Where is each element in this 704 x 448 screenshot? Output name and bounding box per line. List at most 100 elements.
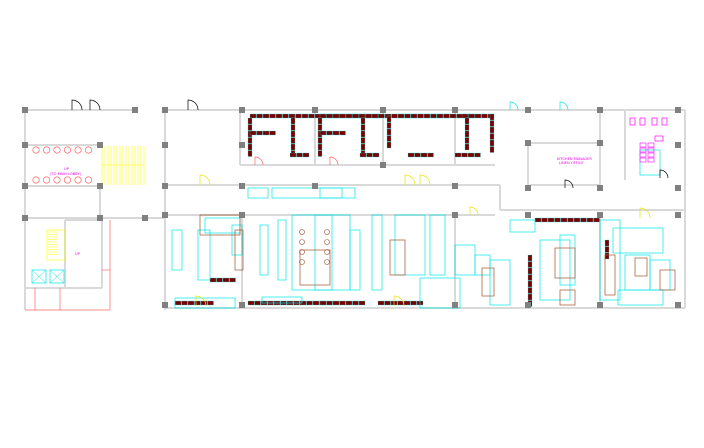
column-footing xyxy=(85,146,93,154)
shelf-unit xyxy=(567,217,574,223)
door-swing xyxy=(71,99,83,111)
shelf-unit xyxy=(410,300,417,306)
column-footing xyxy=(32,146,40,154)
shelf-unit xyxy=(397,300,404,306)
shelf-unit xyxy=(254,300,261,306)
shelf-unit xyxy=(527,280,533,288)
column-footing xyxy=(64,176,72,184)
shelf-unit xyxy=(586,217,594,223)
equipment-outline xyxy=(394,214,426,276)
burner xyxy=(324,229,330,235)
shelf-unit xyxy=(580,217,587,223)
shelf-unit xyxy=(269,130,276,136)
shelf-unit xyxy=(489,126,495,134)
shelf-unit xyxy=(256,113,263,119)
column-footing xyxy=(53,146,61,154)
column xyxy=(597,107,603,113)
column xyxy=(675,142,681,148)
column xyxy=(452,302,458,308)
equipment-outline xyxy=(617,289,664,306)
door-swing xyxy=(89,99,101,111)
shelf-unit xyxy=(541,217,548,223)
column xyxy=(380,162,386,168)
shelf-unit xyxy=(289,152,297,158)
shelf-unit xyxy=(360,137,366,144)
stair-sublabel: (TO MAIN LOBBY) xyxy=(50,172,82,176)
shelf-unit xyxy=(527,261,533,268)
stair-label: UP xyxy=(64,167,70,171)
doors xyxy=(71,99,669,307)
shelf-unit xyxy=(474,113,482,119)
shelf-unit xyxy=(247,150,253,157)
shelf-unit xyxy=(489,133,495,140)
shelf-unit xyxy=(464,130,470,138)
column xyxy=(597,140,603,146)
storage-shelving xyxy=(174,113,610,307)
shelf-unit xyxy=(427,152,434,158)
shelf-unit xyxy=(301,113,309,119)
fixture-outline xyxy=(559,289,576,306)
shelf-unit xyxy=(207,300,214,306)
shelf-unit xyxy=(443,113,450,119)
door-swing xyxy=(469,206,479,216)
shelf-unit xyxy=(489,146,495,153)
urinal xyxy=(639,142,647,148)
office-label-1: KITCHEN MANAGER xyxy=(557,157,592,161)
shelf-unit xyxy=(229,277,236,283)
shelf-unit xyxy=(339,130,346,136)
shelf-unit xyxy=(290,130,296,138)
column-footing xyxy=(42,146,50,154)
door-swing xyxy=(639,207,651,219)
shelf-unit xyxy=(262,130,270,136)
shelf-unit xyxy=(489,139,495,147)
equipment-outline xyxy=(429,214,446,276)
column-footing xyxy=(64,146,72,154)
shelf-unit xyxy=(593,217,600,223)
shelf-unit xyxy=(269,113,276,119)
shelf-unit xyxy=(417,113,424,119)
urinal xyxy=(647,152,655,158)
shelf-unit xyxy=(262,113,270,119)
shelf-unit xyxy=(436,113,444,119)
shelf-unit xyxy=(371,113,379,119)
shelf-unit xyxy=(282,113,289,119)
fixture-outline xyxy=(634,257,648,277)
shelf-unit xyxy=(604,252,610,260)
shelf-unit xyxy=(288,113,296,119)
column xyxy=(97,183,103,189)
urinal xyxy=(647,147,655,153)
fixture-outline xyxy=(199,214,241,236)
column xyxy=(97,215,103,221)
stairs xyxy=(46,146,145,261)
column-footing xyxy=(32,176,40,184)
sink xyxy=(654,135,664,142)
column xyxy=(525,185,531,191)
shelf-unit xyxy=(489,113,495,121)
shelf-unit xyxy=(468,113,475,119)
shelf-unit xyxy=(319,300,327,306)
equipment-outline xyxy=(349,229,361,291)
shelf-unit xyxy=(194,300,201,306)
column xyxy=(162,142,168,148)
fixture-outline xyxy=(481,267,495,297)
shelf-unit xyxy=(339,300,346,306)
shelf-unit xyxy=(360,130,366,138)
column-footing xyxy=(42,176,50,184)
column xyxy=(675,107,681,113)
column xyxy=(675,185,681,191)
equipment-outline xyxy=(639,149,661,176)
shelf-unit xyxy=(489,120,495,127)
shelf-unit xyxy=(358,300,366,306)
service-stair-label: UP xyxy=(75,252,81,256)
shelf-unit xyxy=(222,277,230,283)
fixture-outline xyxy=(389,239,406,276)
column xyxy=(525,302,531,308)
door-swing xyxy=(564,179,574,189)
column xyxy=(597,302,603,308)
fixture-outline xyxy=(299,249,331,286)
shelf-unit xyxy=(358,113,366,119)
shelf-unit xyxy=(308,113,315,119)
shelf-unit xyxy=(359,152,367,158)
burner xyxy=(324,249,330,255)
toilet xyxy=(651,117,658,126)
